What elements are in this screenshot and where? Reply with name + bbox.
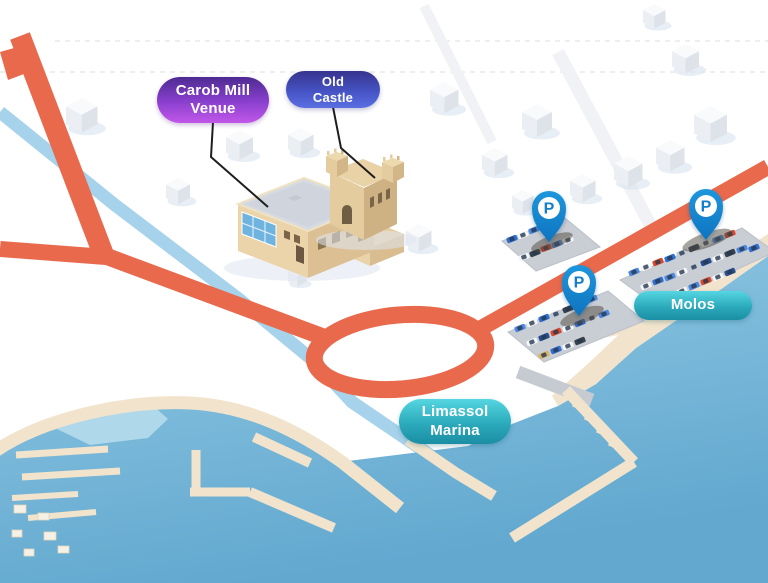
pin-ground-shadows <box>531 228 732 327</box>
parking-lots <box>501 217 768 363</box>
pin-disc <box>695 195 717 217</box>
label-line: Carob Mill <box>175 81 251 99</box>
parking-pin-east[interactable]: P <box>684 187 728 243</box>
label-line: Venue <box>190 100 236 117</box>
old-castle-building <box>316 148 416 250</box>
label-carob-mill-venue[interactable]: Carob Mill Venue <box>157 77 269 123</box>
label-old-castle[interactable]: Old Castle <box>286 71 380 108</box>
label-line: Marina <box>430 421 480 439</box>
label-line: Molos <box>670 296 716 314</box>
label-line: Castle <box>312 89 354 105</box>
label-molos[interactable]: Molos <box>634 291 752 320</box>
label-line: Old <box>321 73 345 89</box>
road-to-roundabout <box>100 247 329 346</box>
connector-castle <box>332 106 376 179</box>
road-coastal <box>472 160 768 338</box>
road-west-branch <box>0 241 107 265</box>
faint-grid-lines <box>0 40 768 73</box>
label-line: Limassol <box>421 403 489 421</box>
road-northwest <box>10 32 114 260</box>
road-stub <box>0 48 24 80</box>
promenade <box>515 365 595 407</box>
roads <box>0 32 768 399</box>
marina-piers <box>0 386 638 543</box>
pin-disc <box>538 197 560 219</box>
pin-disc <box>568 271 590 293</box>
parking-pin-letter: P <box>701 199 712 216</box>
connector-carob <box>210 121 269 208</box>
river <box>0 106 462 480</box>
parking-pin-south[interactable]: P <box>557 263 601 319</box>
label-connectors <box>210 106 376 208</box>
label-limassol-marina[interactable]: Limassol Marina <box>399 399 511 444</box>
parking-pin-letter: P <box>544 201 555 218</box>
dock-buildings <box>11 504 70 557</box>
parking-pin-letter: P <box>574 275 585 292</box>
parking-pin-west[interactable]: P <box>527 189 571 245</box>
side-streets <box>419 3 658 232</box>
roundabout <box>305 305 495 399</box>
